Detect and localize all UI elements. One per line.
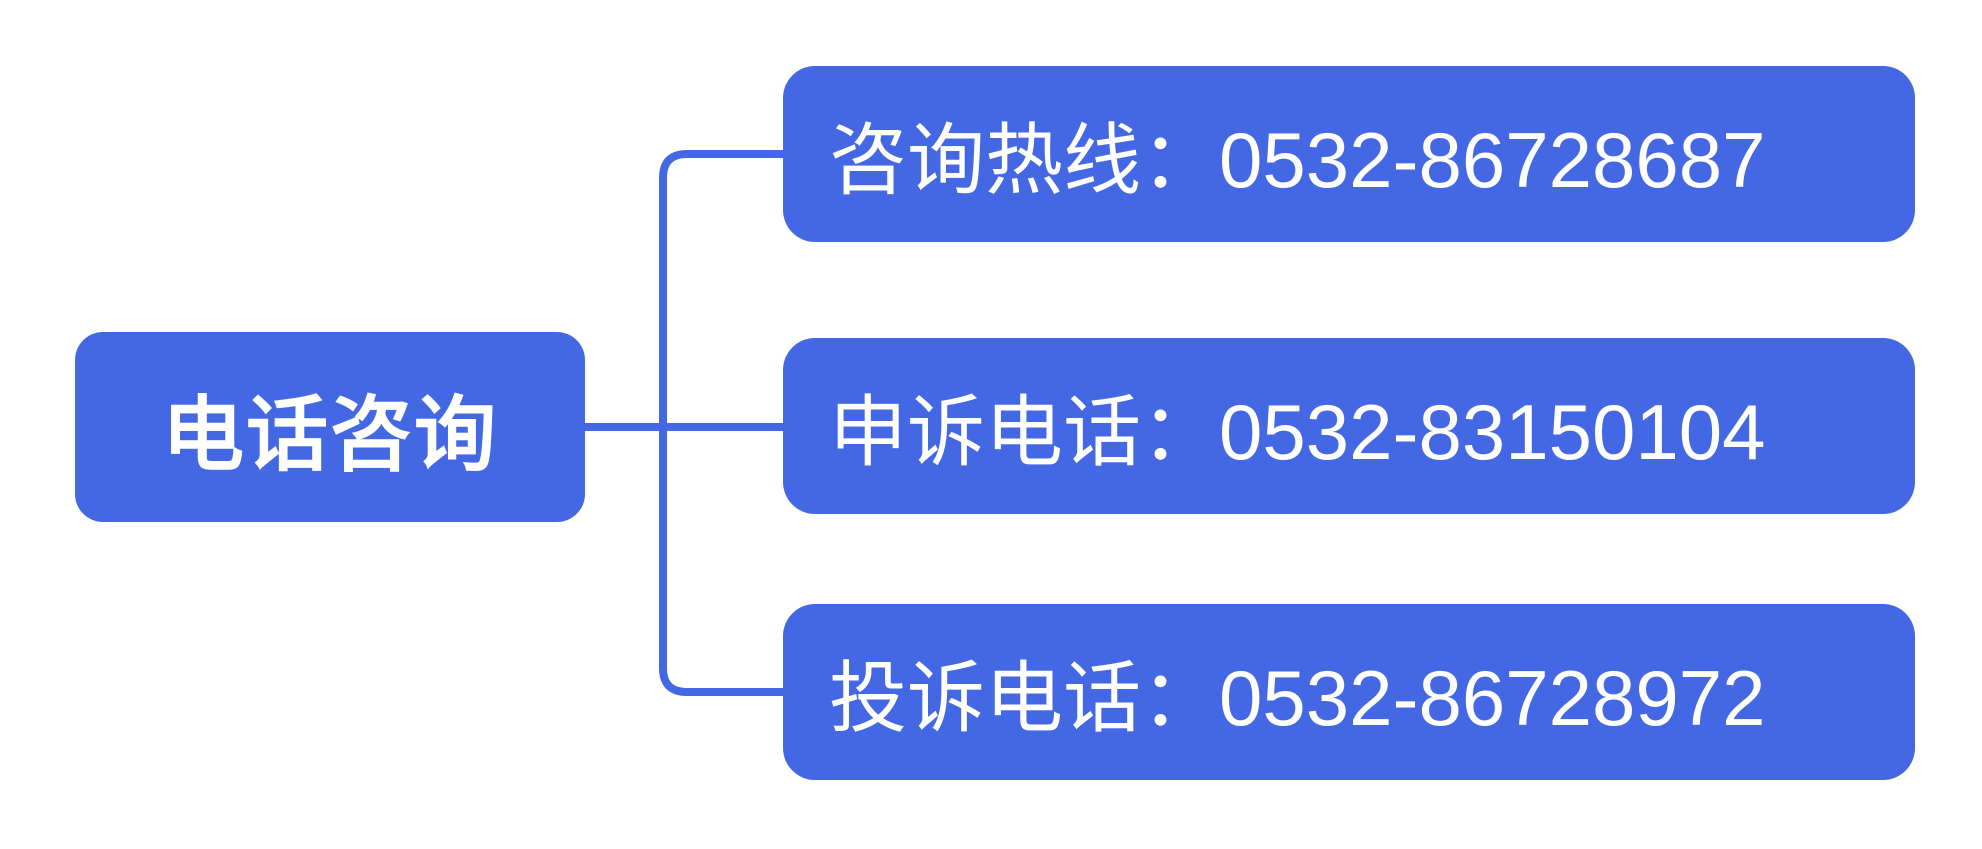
node-complaint-phone[interactable]: 投诉电话：0532-86728972: [783, 604, 1915, 780]
root-node-label: 电话咨询: [161, 389, 498, 481]
node-appeal-phone[interactable]: 申诉电话：0532-83150104: [783, 338, 1915, 514]
root-node-phone-consult[interactable]: 电话咨询: [75, 332, 585, 522]
node-complaint-phone-label: 投诉电话：0532-86728972: [829, 654, 1766, 742]
node-consult-hotline[interactable]: 咨询热线：0532-86728687: [783, 66, 1915, 242]
node-consult-hotline-label: 咨询热线：0532-86728687: [829, 116, 1766, 204]
node-appeal-phone-label: 申诉电话：0532-83150104: [829, 388, 1766, 476]
